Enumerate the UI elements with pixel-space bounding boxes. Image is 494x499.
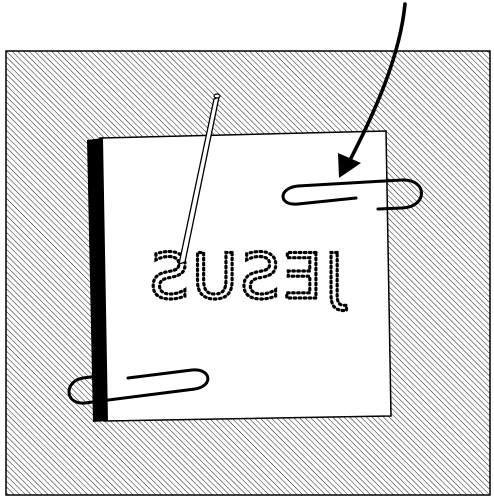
arrow [338, 2, 407, 178]
bound-spine [87, 138, 108, 422]
paperclip-top [281, 178, 423, 211]
card-text: JESUS [147, 240, 348, 313]
pin [178, 93, 221, 265]
paperclip-bottom [67, 368, 210, 405]
arrowhead [338, 153, 361, 178]
